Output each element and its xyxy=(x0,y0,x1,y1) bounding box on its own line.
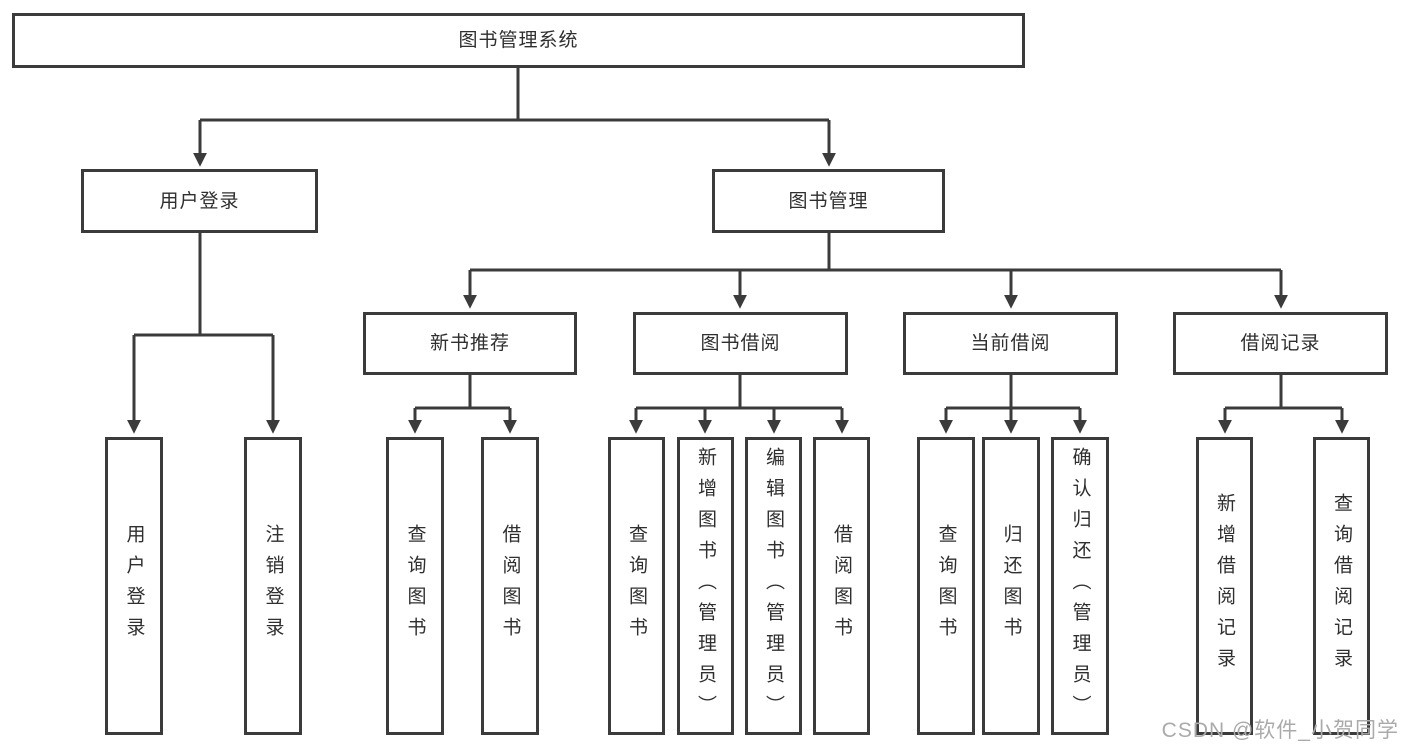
leaf-borrow-query-books: 查询图书 xyxy=(608,437,665,735)
leaf-query-borrow-record: 查询借阅记录 xyxy=(1313,437,1370,735)
node-book-management: 图书管理 xyxy=(712,169,945,233)
node-current-borrowing: 当前借阅 xyxy=(903,312,1118,375)
node-new-book-recommendation: 新书推荐 xyxy=(363,312,577,375)
node-user-login: 用户登录 xyxy=(81,169,318,233)
leaf-return-books: 归还图书 xyxy=(982,437,1040,735)
watermark: CSDN @软件_小贺同学 xyxy=(1161,719,1399,742)
leaf-add-book-admin: 新增图书（管理员） xyxy=(677,437,734,735)
leaf-confirm-return-admin: 确认归还（管理员） xyxy=(1051,437,1109,735)
leaf-edit-book-admin: 编辑图书（管理员） xyxy=(745,437,802,735)
leaf-recommend-query-books: 查询图书 xyxy=(386,437,444,735)
node-borrowing-records: 借阅记录 xyxy=(1173,312,1388,375)
leaf-recommend-borrow-books: 借阅图书 xyxy=(481,437,539,735)
leaf-borrow-books: 借阅图书 xyxy=(813,437,870,735)
node-library-management-system: 图书管理系统 xyxy=(12,13,1025,68)
leaf-add-borrow-record: 新增借阅记录 xyxy=(1196,437,1253,735)
leaf-user-login: 用户登录 xyxy=(105,437,163,735)
leaf-logout: 注销登录 xyxy=(244,437,302,735)
leaf-current-query-books: 查询图书 xyxy=(917,437,975,735)
node-book-borrowing: 图书借阅 xyxy=(633,312,848,375)
